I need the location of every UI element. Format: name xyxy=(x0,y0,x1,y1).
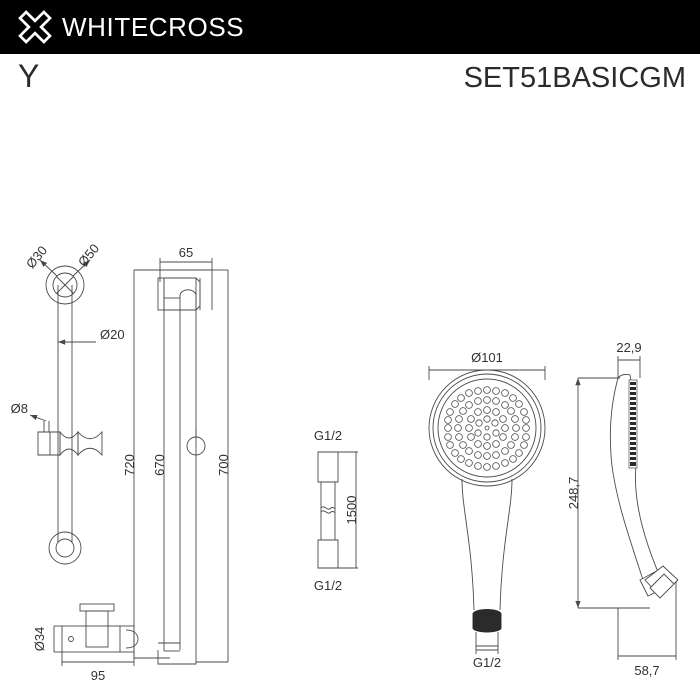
bracket-stem xyxy=(85,610,109,648)
rail-slider-bracket xyxy=(29,414,103,457)
series-label: Y xyxy=(18,58,40,94)
slide-rail-front-view xyxy=(29,259,103,565)
handle-left-edge xyxy=(461,478,475,611)
shower-head-rim-circle xyxy=(432,373,542,483)
rail-bottom-foot xyxy=(157,650,197,665)
model-code-label: SET51BASICGM xyxy=(463,62,686,94)
brand-name: WHITECROSS xyxy=(62,12,245,42)
hand-shower-side-view xyxy=(575,356,679,660)
handle-right-edge xyxy=(499,478,513,611)
shower-head-nozzles xyxy=(444,386,530,471)
rail-bottom-ring-inner xyxy=(55,538,75,558)
label-bracket-projection: 65 xyxy=(179,245,193,260)
shower-head-outer-circle xyxy=(428,369,546,487)
head-profile-left-edge xyxy=(609,377,649,597)
wall-bracket-view xyxy=(53,603,139,666)
label-wall-bracket-diameter: Ø34 xyxy=(32,627,47,652)
shower-outlet-fitting xyxy=(472,609,502,647)
hand-shower-front-view xyxy=(428,366,546,654)
label-wall-bracket-width: 95 xyxy=(91,668,105,683)
label-rail-pin: Ø8 xyxy=(11,401,28,416)
dimension-labels: Ø30 Ø50 Ø20 Ø8 65 720 670 700 G1/2 1500 … xyxy=(11,241,660,683)
label-mount-spacing: 700 xyxy=(216,454,231,476)
label-head-length: 248,7 xyxy=(566,477,581,510)
bracket-screw-hole xyxy=(68,636,74,642)
shower-hose-view xyxy=(317,451,358,569)
drawing-svg: Ø30 Ø50 Ø20 Ø8 65 720 670 700 G1/2 1500 … xyxy=(11,241,679,683)
slide-rail-side-view xyxy=(133,258,229,665)
bracket-top-cap xyxy=(79,603,115,612)
side-outlet-fitting xyxy=(639,565,679,599)
label-hose-thread-top: G1/2 xyxy=(314,428,342,443)
label-overall-height: 720 xyxy=(122,454,137,476)
whitecross-x-logo-icon xyxy=(18,10,52,44)
head-nozzle-face-strip xyxy=(628,379,638,469)
label-head-depth-bottom: 58,7 xyxy=(634,663,659,678)
label-rail-tube: Ø20 xyxy=(100,327,125,342)
bracket-body xyxy=(61,625,135,653)
shower-head-face-circle xyxy=(437,378,537,478)
rail-flange-outer-circle xyxy=(45,265,85,305)
drawing-canvas: Ø30 Ø50 Ø20 Ø8 65 720 670 700 G1/2 1500 … xyxy=(0,110,700,700)
hose-bottom-fitting xyxy=(317,539,339,569)
label-head-diameter: Ø101 xyxy=(471,350,503,365)
label-head-outlet-thread: G1/2 xyxy=(473,655,501,670)
label-rail-flange-inner: Ø30 xyxy=(23,243,50,271)
label-hose-length: 1500 xyxy=(344,496,359,525)
rail-wall-plate xyxy=(157,277,165,311)
rail-bottom-ring-outer xyxy=(48,531,82,565)
bracket-hook xyxy=(125,629,139,649)
label-hose-thread-bottom: G1/2 xyxy=(314,578,342,593)
title-row: Y SET51BASICGM xyxy=(0,54,700,110)
hose-top-fitting xyxy=(317,451,339,483)
label-rail-flange-outer: Ø50 xyxy=(75,241,102,269)
brand-header: WHITECROSS xyxy=(0,0,700,54)
rail-flange-inner-circle xyxy=(52,272,78,298)
label-bar-height: 670 xyxy=(152,454,167,476)
label-head-depth-top: 22,9 xyxy=(616,340,641,355)
